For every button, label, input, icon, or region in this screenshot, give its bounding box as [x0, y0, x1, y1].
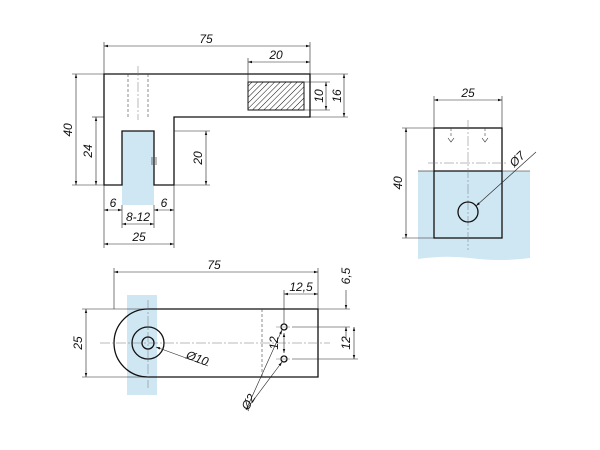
side-view-glass: [418, 171, 530, 260]
dim-label-base-width: 25: [131, 230, 146, 244]
dim-label-plan-hole-offset: 12,5: [289, 280, 313, 294]
front-view-hatched-slot: [247, 81, 305, 111]
dim-label-bar-height: 16: [330, 89, 344, 103]
front-view: 75 20 10 16 40 24 20 6: [61, 32, 348, 248]
front-view-body-outline: [103, 73, 311, 186]
dim-label-slot-width: 20: [268, 48, 283, 62]
dim-label-plan-bore-dia: Ø10: [183, 347, 210, 368]
dim-label-wall-left: 6: [110, 196, 117, 210]
dim-label-overall-height: 40: [61, 123, 75, 137]
dim-leader-bore-dia: [155, 346, 209, 367]
side-view-screw-tip: [481, 137, 489, 143]
dim-label-slot-height: 10: [312, 89, 326, 103]
dim-label-plan-width: 25: [71, 336, 85, 351]
plan-view: Ø10 Ø2 75 12,5 6,5 12 12: [71, 258, 358, 413]
dim-label-glass-range: 8-12: [126, 210, 150, 224]
dim-leader-hole-dia: [475, 151, 537, 207]
side-view-screw-tip: [447, 137, 455, 143]
plan-view-bore-outer: [131, 326, 165, 360]
plan-view-bore-inner: [141, 336, 155, 350]
side-view: Ø7 25 40: [391, 86, 537, 260]
dim-label-plan-hole-spacing-right: 12: [339, 336, 353, 350]
side-view-hole: [457, 201, 479, 223]
dim-label-side-width: 25: [460, 86, 475, 100]
dim-label-leg-height: 24: [81, 144, 95, 159]
front-view-glass: [122, 131, 154, 205]
dim-label-plan-length: 75: [207, 258, 221, 272]
dim-label-glass-depth: 20: [191, 151, 205, 166]
dim-label-side-hole-dia: Ø7: [506, 148, 529, 171]
dim-label-side-height: 40: [391, 176, 405, 190]
dim-leader-small-hole: [245, 361, 283, 411]
dim-label-plan-edge-offset: 6,5: [339, 267, 353, 284]
dim-label-plan-small-hole-dia: Ø2: [238, 391, 259, 413]
dim-label-wall-right: 6: [161, 196, 168, 210]
dim-leader-small-hole: [245, 329, 283, 411]
dim-label-overall-length: 75: [199, 32, 213, 46]
dim-label-plan-hole-spacing: 12: [267, 336, 281, 350]
